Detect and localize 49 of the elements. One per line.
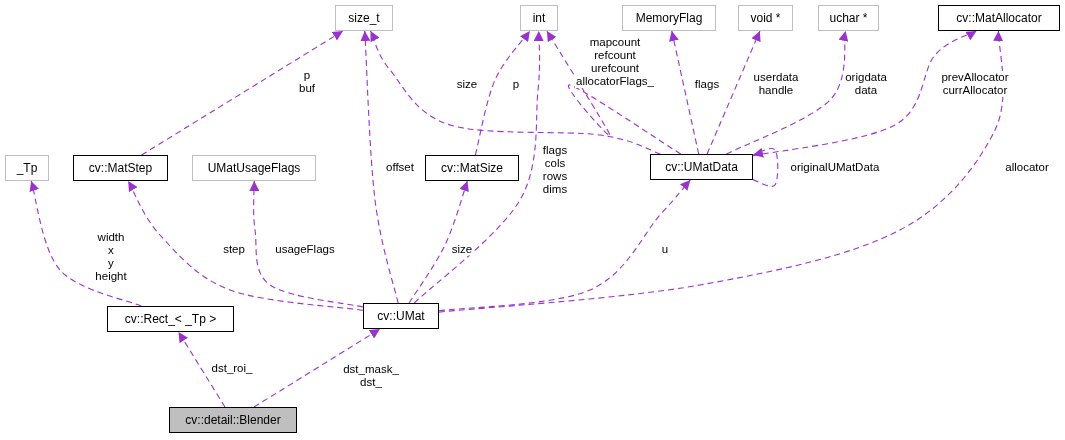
- class-box: UMatUsageFlags: [192, 155, 316, 181]
- dashed-arrow: [127, 180, 364, 311]
- dashed-arrow: [752, 147, 779, 187]
- dashed-arrow: [369, 30, 661, 155]
- dashed-arrow: [177, 331, 226, 408]
- dashed-arrow: [29, 180, 142, 307]
- edge-label: usageFlags: [274, 242, 336, 256]
- dashed-arrow: [474, 30, 531, 156]
- dashed-arrow: [253, 328, 381, 408]
- class-box: uchar *: [818, 5, 879, 31]
- class-box: cv::UMatData: [650, 154, 753, 180]
- edge-label: userdata handle: [752, 71, 800, 97]
- edge-label: size: [455, 77, 479, 91]
- edge-label: mapcount refcount urefcount allocatorFlags_: [575, 36, 655, 88]
- dashed-arrow: [706, 30, 761, 155]
- dashed-arrow: [752, 30, 978, 157]
- class-box: cv::UMat: [363, 303, 439, 329]
- edge-label: flags cols rows dims: [541, 144, 569, 196]
- dashed-arrow: [249, 180, 364, 308]
- dashed-arrow: [438, 30, 1004, 313]
- dashed-arrow: [725, 30, 850, 155]
- class-box: _Tp: [5, 155, 49, 181]
- edge-label: dst_roi_: [210, 361, 254, 375]
- edge-label: flags: [693, 77, 721, 91]
- class-box: MemoryFlag: [622, 5, 716, 31]
- edge-label: originalUMatData: [789, 160, 881, 174]
- class-box: cv::MatAllocator: [938, 5, 1060, 31]
- edge-label: size: [450, 242, 474, 256]
- dashed-arrow: [141, 30, 344, 156]
- dashed-arrow: [360, 30, 399, 304]
- edge-label: width x y height: [94, 231, 128, 283]
- edge-label: allocator: [1004, 160, 1050, 174]
- class-box: int: [520, 5, 558, 31]
- dashed-arrow: [669, 30, 700, 155]
- edge-label: origdata data: [844, 71, 888, 97]
- class-box: cv::Rect_< _Tp >: [107, 306, 234, 332]
- dashed-arrow: [438, 179, 691, 312]
- edge-label: offset: [385, 160, 415, 174]
- edge-label: dst_mask_ dst_: [342, 363, 400, 389]
- class-box: cv::MatSize: [425, 155, 519, 181]
- class-box: size_t: [335, 5, 393, 31]
- dashed-arrow: [408, 180, 469, 304]
- edge-label: prevAllocator currAllocator: [940, 71, 1010, 97]
- dashed-arrow: [413, 30, 544, 304]
- dashed-arrow: [546, 30, 682, 155]
- edge-label: step: [222, 242, 246, 256]
- class-box: cv::MatStep: [73, 155, 168, 181]
- class-box: void *: [738, 5, 793, 31]
- class-box: cv::detail::Blender: [169, 407, 297, 433]
